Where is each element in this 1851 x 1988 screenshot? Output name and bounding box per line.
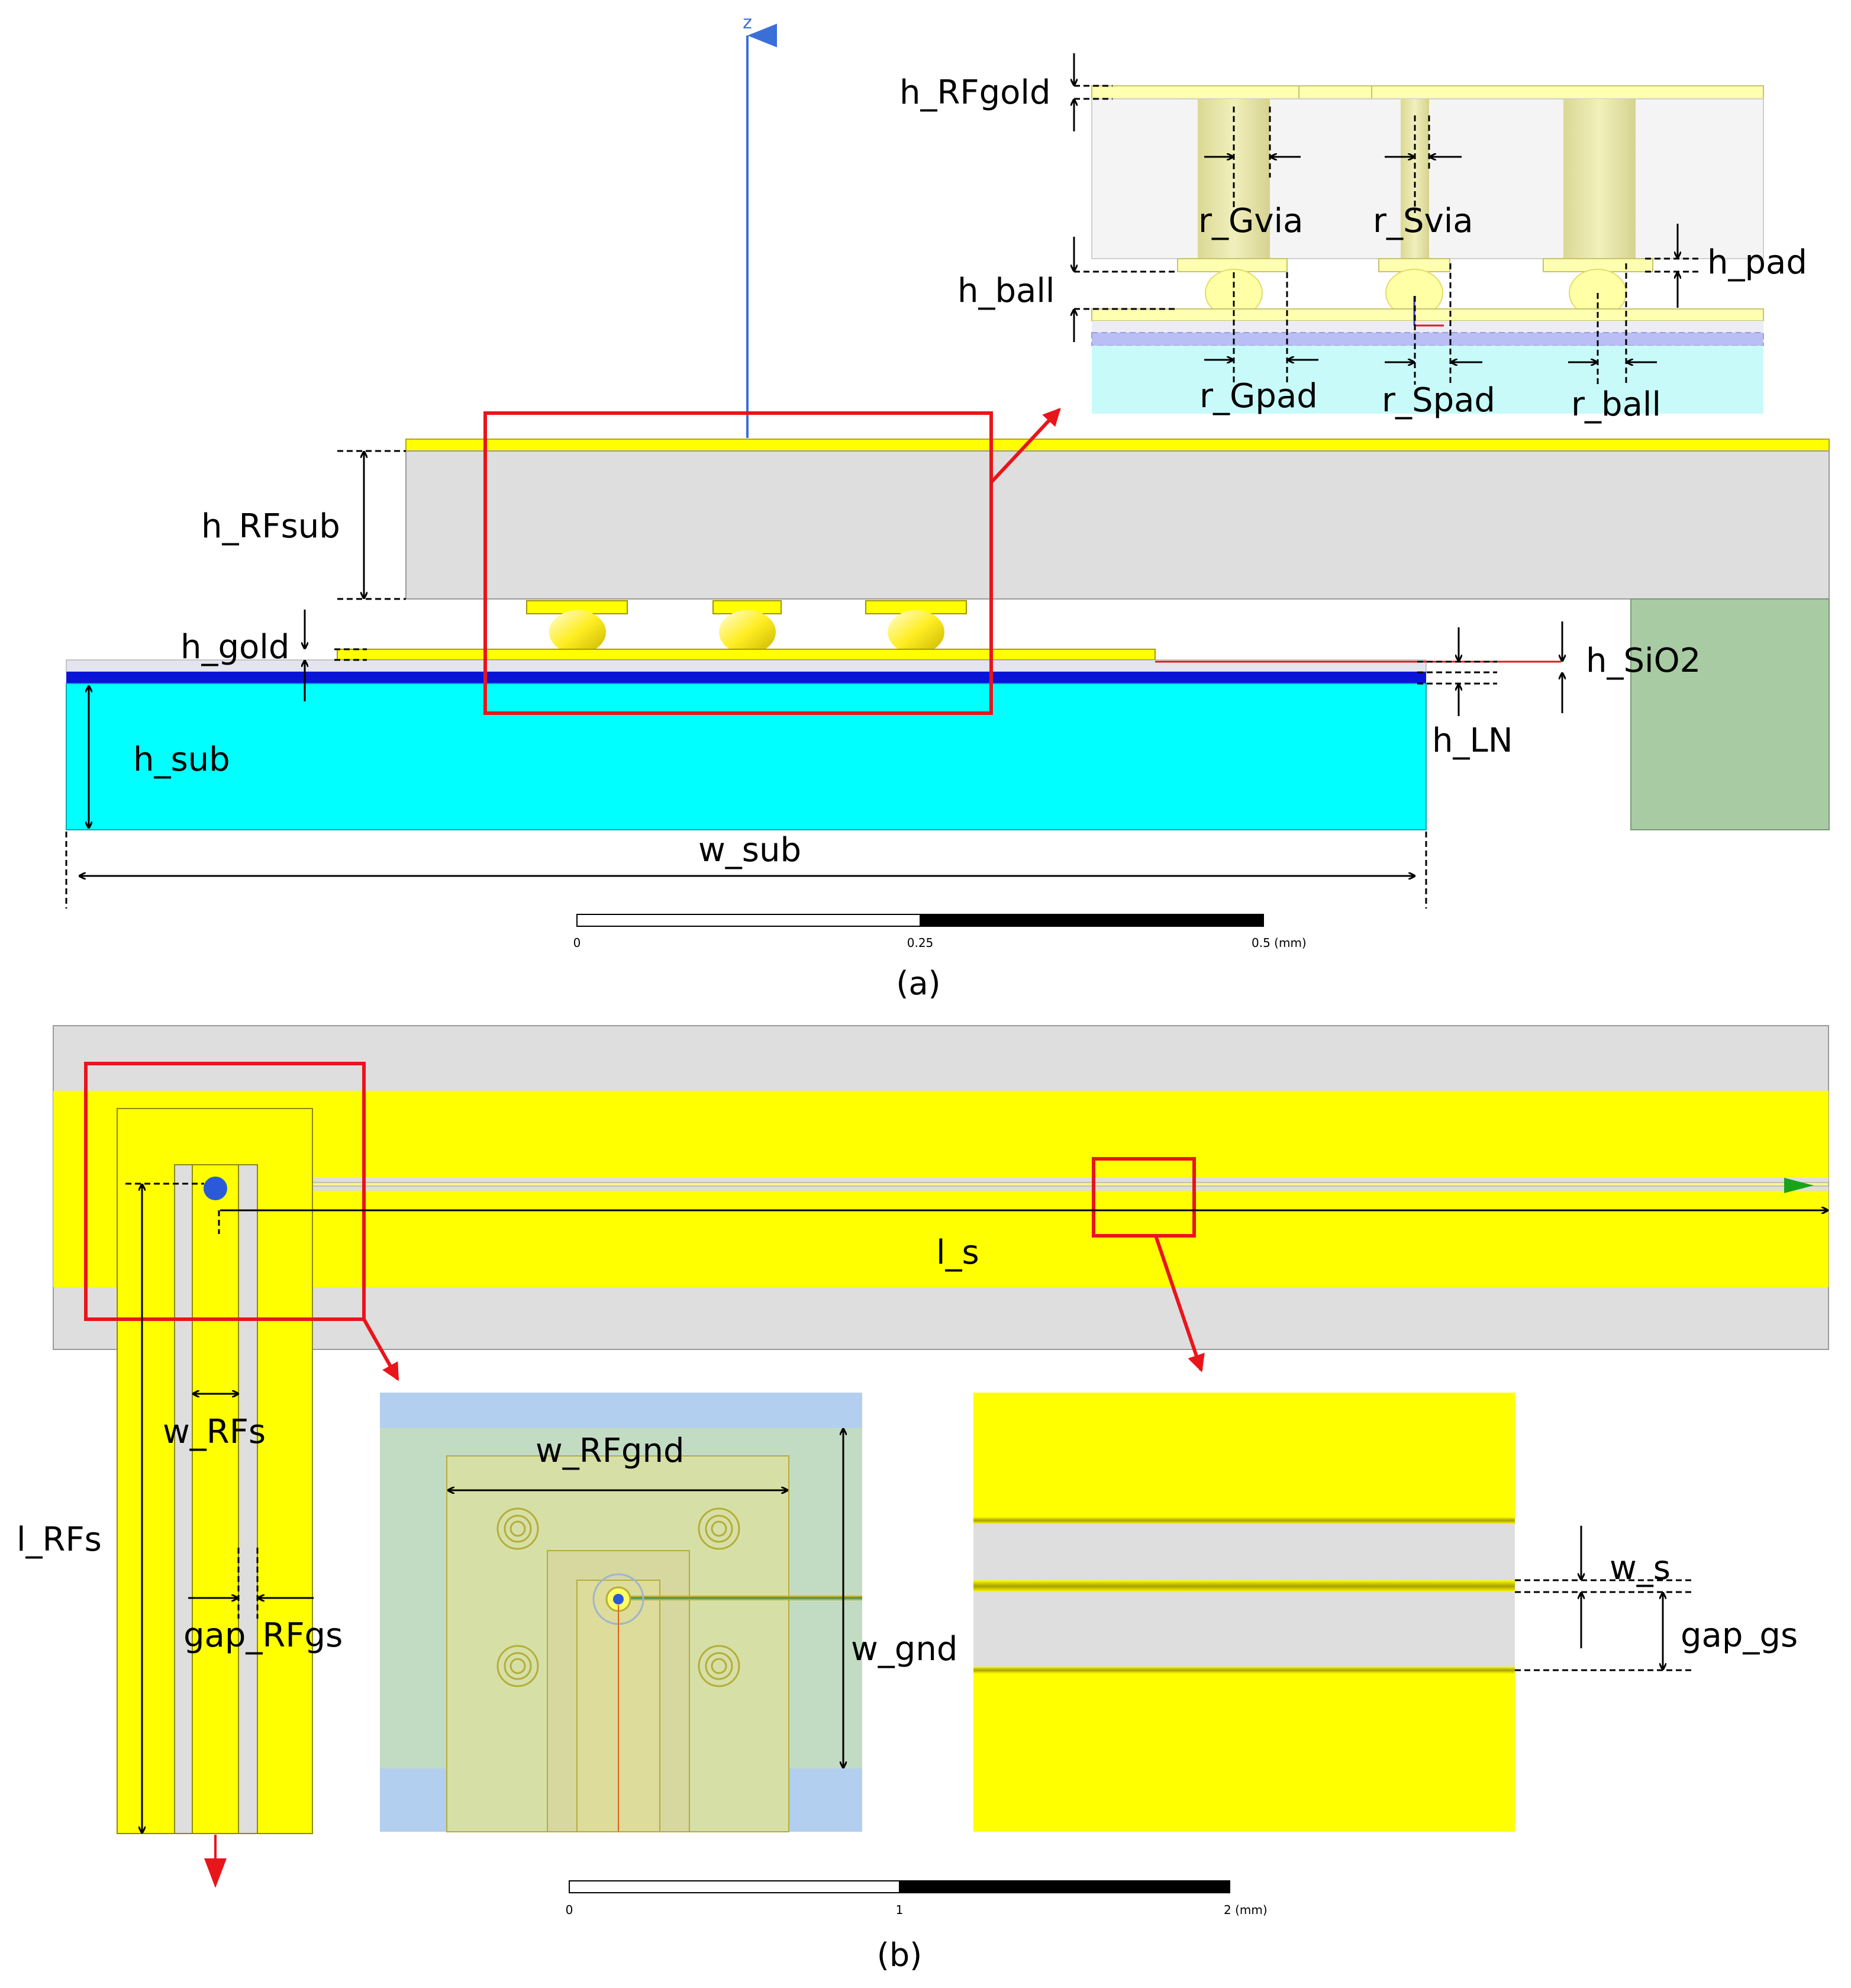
labels-a: h_RFgold r_Gvia r_Svia h_ball h_pad r_Gp…: [133, 73, 1807, 869]
label-r-gpad: r_Gpad: [1199, 377, 1318, 415]
rf-top-gold: [405, 439, 1830, 452]
label-w-gnd: w_gnd: [851, 1630, 957, 1668]
lnchip-signal-line: [312, 1182, 1829, 1187]
label-h-pad: h_pad: [1707, 243, 1807, 282]
zoom-box-line: [1092, 1157, 1196, 1238]
inset-ground-via-2: [1563, 99, 1636, 259]
label-w-rfs: w_RFs: [163, 1413, 266, 1451]
label-h-ball: h_ball: [957, 272, 1055, 310]
figure-a: z: [65, 12, 1830, 1002]
rf-feed-signal: [192, 1164, 239, 1834]
probe-block: [1630, 598, 1830, 830]
scale-bar-b: 0 1 2 (mm): [566, 1880, 1268, 1917]
port-marker: [1784, 1178, 1814, 1193]
label-gap-gs: gap_gs: [1681, 1616, 1798, 1655]
ln-thin-film: [66, 672, 1426, 684]
label-r-gvia: r_Gvia: [1198, 202, 1303, 240]
scale-b-tick-2: 2 (mm): [1224, 1903, 1268, 1917]
zoom-box-transition: [84, 1062, 366, 1321]
label-l-rfs: l_RFs: [17, 1520, 102, 1559]
chip-gold-electrode: [337, 649, 1156, 660]
z-axis-label: z: [743, 12, 752, 33]
scale-b-tick-0: 0: [566, 1903, 573, 1917]
z-axis: z: [743, 12, 777, 438]
zoom-arrow: [989, 408, 1061, 484]
bump-array: [526, 600, 967, 654]
label-l-s: l_s: [936, 1233, 979, 1272]
figure-b: l_s w_RFs l_RFs gap_RFgs w_RFgnd w_gnd w…: [17, 1025, 1829, 1974]
label-h-rfgold: h_RFgold: [899, 73, 1051, 112]
dimensions-a: [65, 53, 1698, 908]
inset-transition: [380, 1393, 862, 1832]
scale-bar-a: 0 0.25 0.5 (mm): [573, 914, 1307, 950]
label-gap-rfgs: gap_RFgs: [183, 1616, 343, 1655]
label-r-svia: r_Svia: [1373, 202, 1473, 240]
ln-substrate: [66, 683, 1427, 830]
inset-ln-layer: [1091, 332, 1764, 346]
inset-ln-substrate: [1092, 346, 1763, 414]
labels-b: l_s w_RFs l_RFs gap_RFgs w_RFgnd w_gnd w…: [17, 1233, 1798, 1668]
label-r-spad: r_Spad: [1382, 381, 1495, 420]
scale-a-tick-2: 0.5 (mm): [1252, 936, 1307, 950]
rf-substrate: [405, 450, 1830, 600]
x-axis-arrow: [204, 1858, 227, 1888]
inset-sio2: [1092, 321, 1763, 333]
rf-via-marker: [204, 1177, 227, 1200]
label-w-s: w_s: [1610, 1549, 1671, 1587]
inset-rf-gold: [1091, 85, 1764, 99]
scale-a-tick-0: 0: [573, 936, 581, 950]
inset-chip-gold: [1091, 308, 1764, 321]
label-h-sio2: h_SiO2: [1586, 642, 1701, 680]
label-r-ball: r_ball: [1571, 385, 1661, 424]
scale-b-tick-1: 1: [896, 1903, 904, 1917]
label-h-sub: h_sub: [133, 740, 230, 779]
inset-cpw-line: [973, 1393, 1515, 1832]
ball-signal: [719, 610, 776, 654]
label-h-rfsub: h_RFsub: [201, 507, 340, 546]
ball-ground-2: [888, 610, 944, 654]
zoom-highlight-box: [483, 411, 993, 715]
label-h-ln: h_LN: [1432, 721, 1513, 760]
label-w-sub: w_sub: [698, 831, 801, 869]
inset-zoom: [1091, 85, 1764, 414]
label-w-rfgnd: w_RFgnd: [536, 1432, 685, 1470]
dimensions-b: [125, 1183, 1827, 1832]
caption-b: (b): [877, 1937, 922, 1974]
ball-ground-1: [549, 610, 606, 654]
scale-a-tick-1: 0.25: [907, 936, 934, 950]
label-h-gold: h_gold: [180, 628, 289, 666]
caption-a: (a): [896, 965, 940, 1002]
